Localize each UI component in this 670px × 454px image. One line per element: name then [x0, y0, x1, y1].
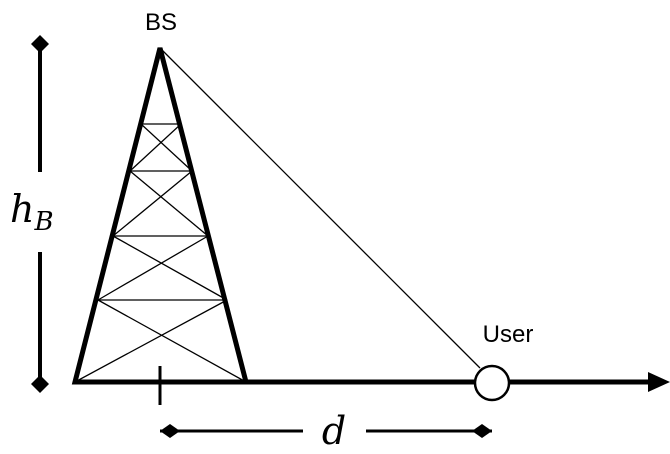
tower-lattice: [74, 123, 247, 383]
user-node: [473, 364, 511, 402]
height-label-subscript: B: [33, 207, 53, 237]
distance-label: d: [322, 409, 346, 453]
tower-outline: [71, 47, 250, 385]
height-label: hB: [10, 187, 54, 237]
ground-arrowhead: [648, 372, 670, 392]
distance-dimension: [160, 424, 492, 438]
line-of-sight: [159, 47, 481, 369]
bs-label: BS: [145, 9, 177, 36]
height-dimension: [31, 35, 49, 393]
user-label: User: [483, 321, 534, 348]
height-label-main: h: [10, 187, 34, 231]
